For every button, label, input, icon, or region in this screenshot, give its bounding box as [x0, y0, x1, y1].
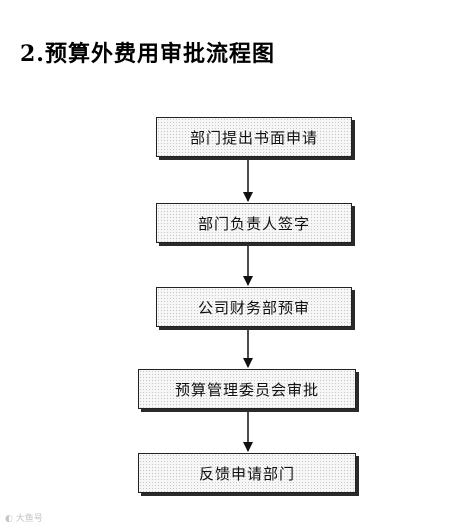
step-box-finance-pre-review: 公司财务部预审: [156, 287, 352, 327]
step-box-budget-committee-approval: 预算管理委员会审批: [138, 369, 356, 409]
step-label: 部门提出书面申请: [189, 128, 318, 147]
diagram-title: 2.预算外费用审批流程图: [20, 41, 275, 67]
step-label: 部门负责人签字: [197, 214, 310, 233]
step-label: 反馈申请部门: [198, 464, 295, 483]
step-box-feedback-dept: 反馈申请部门: [138, 453, 356, 493]
step-label: 预算管理委员会审批: [174, 380, 319, 399]
step-label: 公司财务部预审: [197, 298, 310, 317]
watermark-logo-icon: ◐: [5, 514, 16, 524]
watermark: ◐ 大鱼号: [5, 511, 43, 524]
step-box-apply: 部门提出书面申请: [156, 117, 352, 157]
watermark-text: 大鱼号: [15, 514, 43, 524]
step-box-dept-head-sign: 部门负责人签字: [156, 203, 352, 243]
